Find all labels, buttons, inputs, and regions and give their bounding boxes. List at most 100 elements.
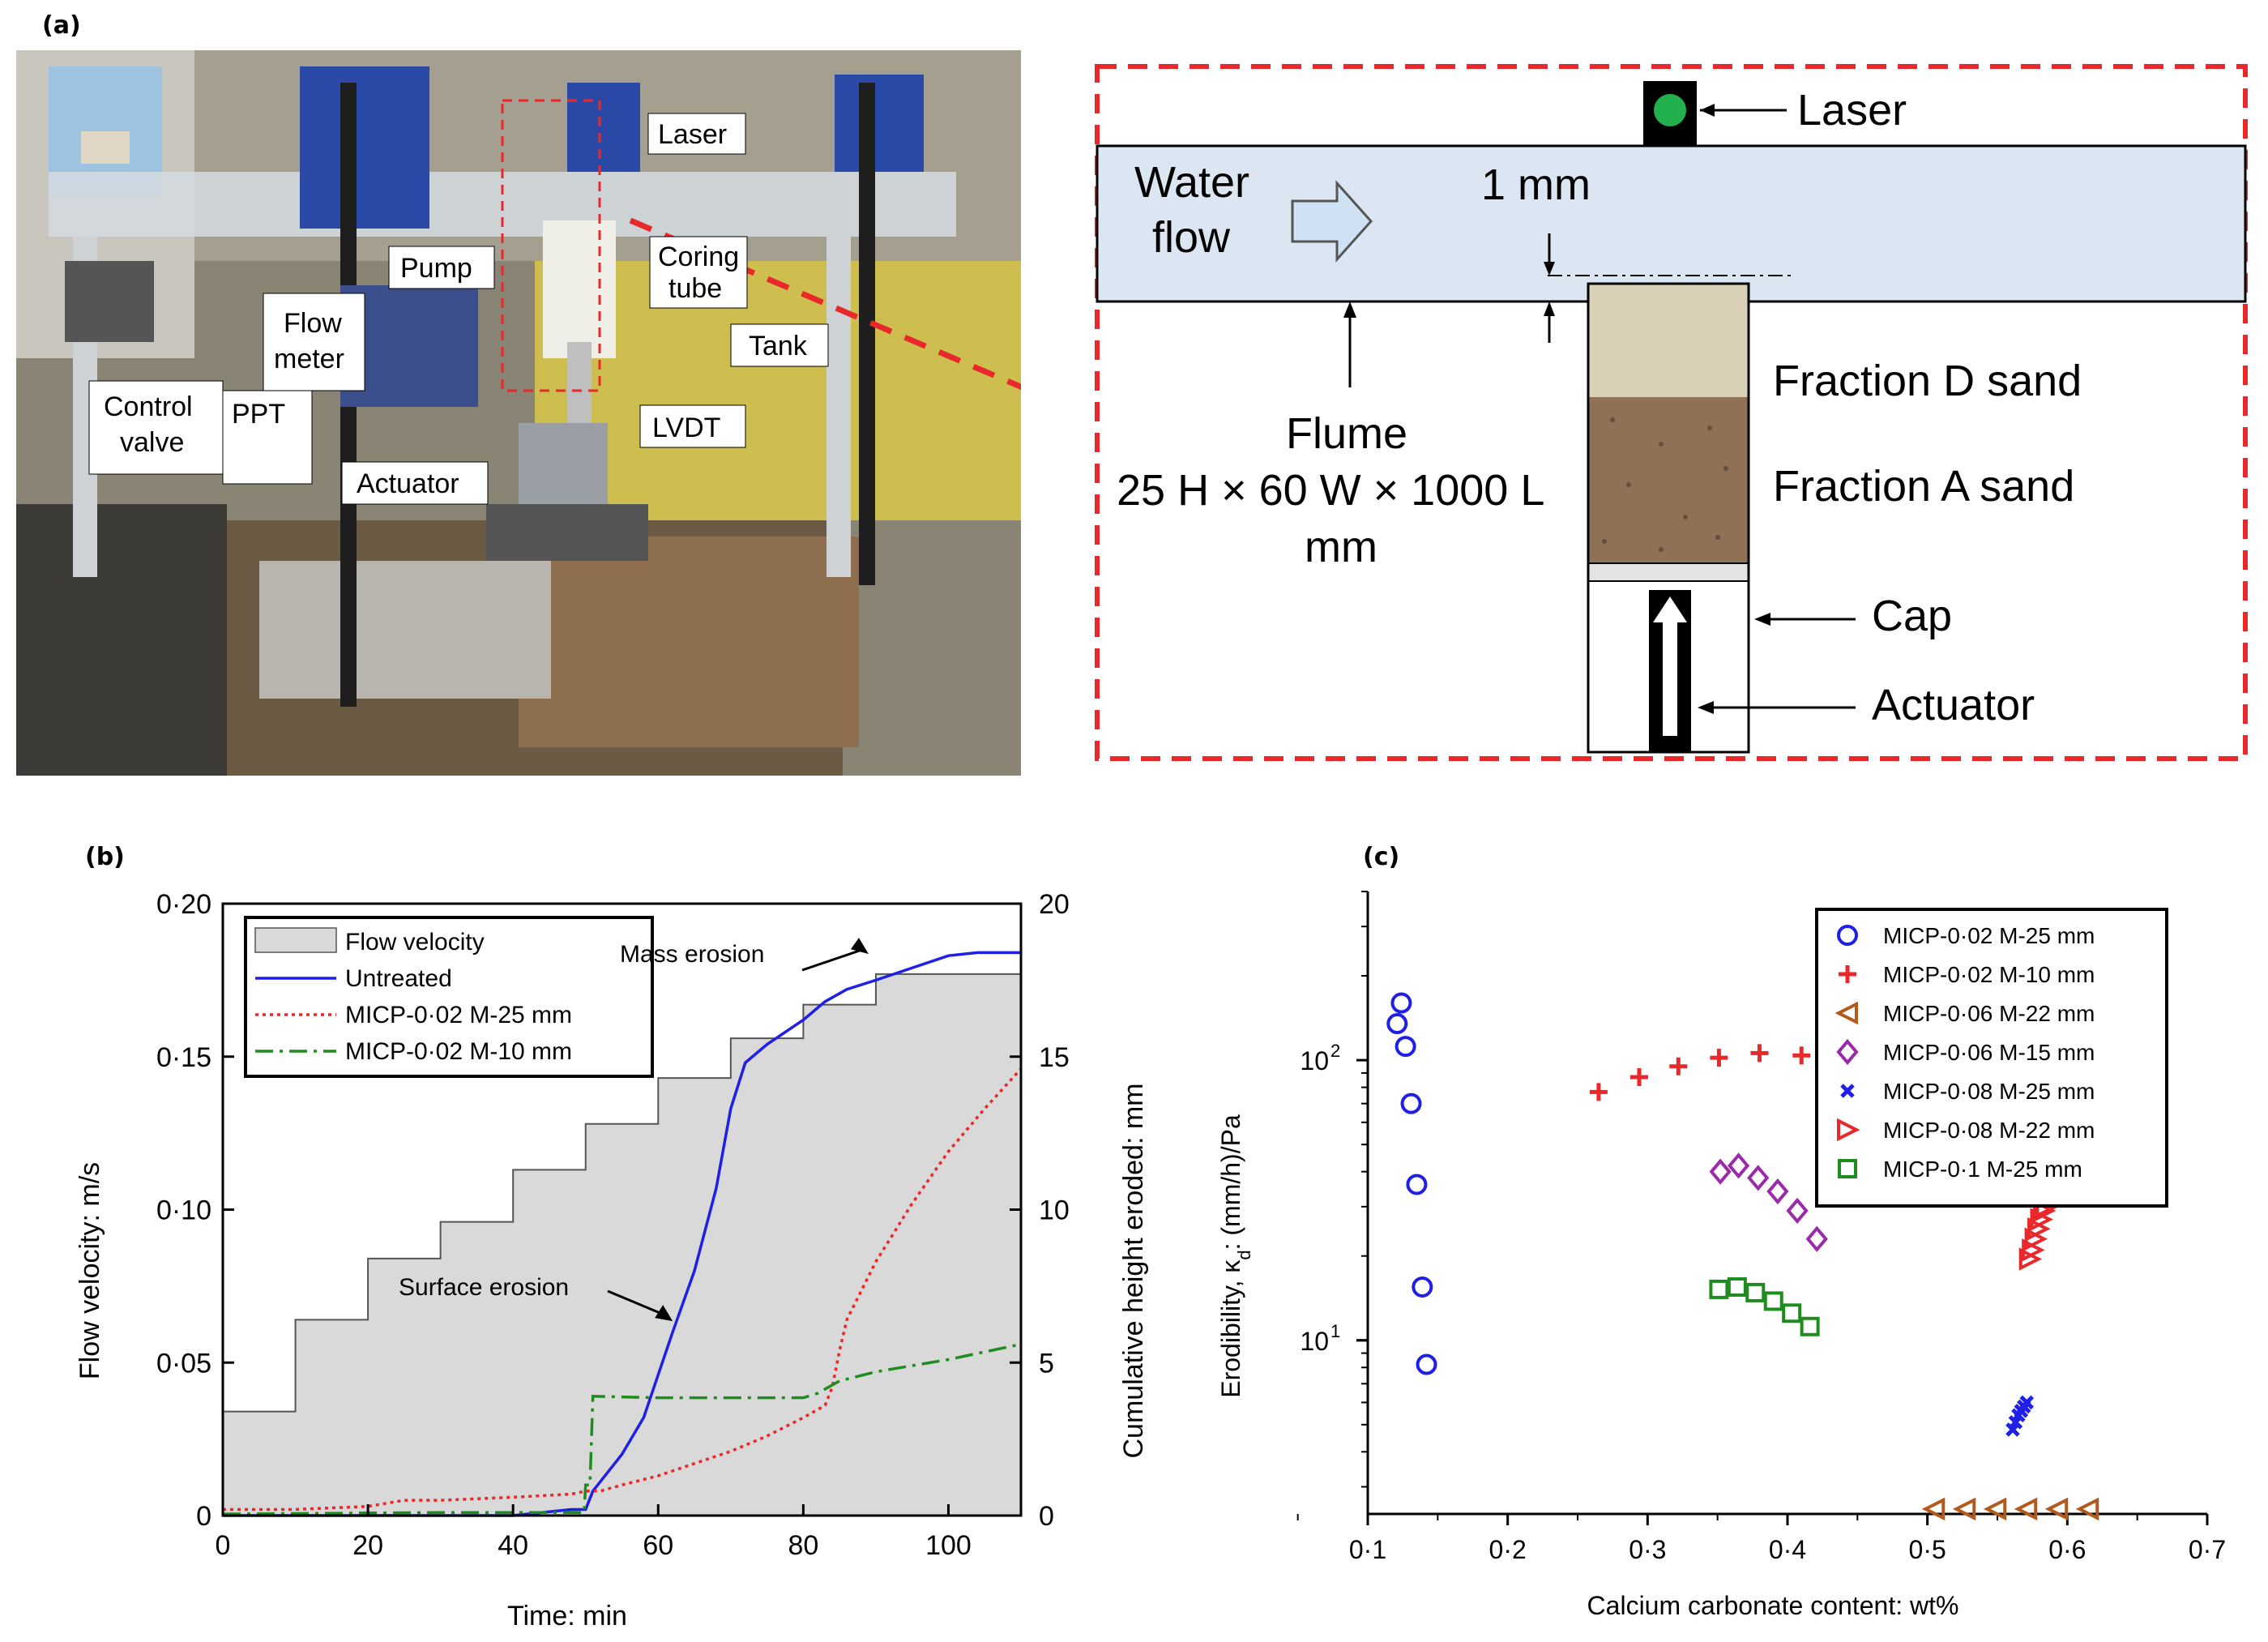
data-point	[1750, 1044, 1769, 1063]
legend-marker	[1837, 925, 1858, 946]
cap-label: Cap	[1872, 592, 1952, 640]
legend-label: MICP-0·08 M-22 mm	[1883, 1118, 2095, 1143]
data-point	[1766, 1178, 1789, 1205]
data-point	[1386, 1013, 1408, 1035]
legend-label: MICP-0·06 M-15 mm	[1883, 1040, 2095, 1065]
data-point	[1747, 1165, 1770, 1191]
data-point	[1952, 1497, 1976, 1521]
x-tick-label: 0·2	[1489, 1535, 1527, 1564]
data-point	[1800, 1316, 1820, 1336]
x-tick-label: 0·6	[2048, 1535, 2086, 1564]
y2-tick-label: 0	[1039, 1501, 1054, 1532]
y-tick-exponent: 1	[1330, 1321, 1340, 1341]
y2-tick-label: 15	[1039, 1042, 1070, 1073]
x-tick-label: 40	[498, 1530, 528, 1561]
data-point	[1395, 1036, 1416, 1058]
data-point	[1710, 1049, 1728, 1067]
data-point	[1763, 1291, 1783, 1311]
series-line-2	[223, 1067, 1023, 1512]
panel-label-a: (a)	[42, 11, 81, 40]
x-tick-label: 0	[216, 1530, 231, 1561]
data-point	[1709, 1279, 1729, 1299]
flume-schematic: Laser Water flow 1 mm Flume 25 H × 60 W …	[1095, 64, 2248, 761]
series-2	[1589, 1044, 1811, 1101]
y2-tick-label: 5	[1039, 1348, 1054, 1379]
legend-label: MICP-0·08 M-25 mm	[1883, 1079, 2095, 1104]
data-point	[1412, 1276, 1433, 1298]
fraction-a-label: Fraction A sand	[1773, 462, 2074, 511]
label-flow-meter-1: Flow	[284, 308, 342, 339]
label-tank: Tank	[749, 331, 808, 361]
y-tick-label: 0·15	[156, 1042, 211, 1073]
series-4	[1709, 1152, 1828, 1252]
legend-marker	[1834, 1001, 1858, 1025]
chart-b-xlabel: Time: min	[507, 1601, 627, 1631]
label-lvdt: LVDT	[652, 413, 720, 443]
label-control-valve-1: Control	[104, 391, 193, 422]
x-tick-label: 100	[925, 1530, 972, 1561]
series-flow-velocity	[222, 973, 1022, 1516]
y2-tick-label: 10	[1039, 1195, 1070, 1226]
legend-marker	[1836, 1038, 1859, 1066]
legend-label: Untreated	[345, 965, 452, 992]
annotation-arrow	[607, 1289, 668, 1318]
legend-label: MICP-0·02 M-25 mm	[1883, 923, 2095, 948]
legend-label: Flow velocity	[345, 929, 485, 956]
data-point	[2019, 1395, 2035, 1410]
data-point	[1983, 1497, 2007, 1521]
data-point	[1416, 1353, 1437, 1375]
data-point	[2075, 1497, 2099, 1521]
legend-marker	[1838, 1159, 1857, 1178]
y-tick-label: 0	[196, 1501, 211, 1532]
series-7	[1709, 1276, 1820, 1336]
flume-label-2: 25 H × 60 W × 1000 L	[1117, 466, 1544, 515]
series-line-1	[223, 951, 1021, 1517]
legend-label: MICP-0·06 M-22 mm	[1883, 1001, 2095, 1026]
data-point	[1782, 1303, 1802, 1323]
gap-label: 1 mm	[1481, 160, 1591, 209]
x-tick-label: 0·4	[1769, 1535, 1806, 1564]
x-tick-label: 80	[788, 1530, 818, 1561]
annotation-mass-erosion: Mass erosion	[620, 941, 764, 968]
legend-marker	[1840, 1084, 1855, 1098]
x-tick-label: 20	[352, 1530, 383, 1561]
y-tick-label: 0·20	[156, 889, 211, 920]
series-1	[1386, 992, 1437, 1375]
series-3	[1921, 1497, 2099, 1521]
label-ppt: PPT	[232, 399, 285, 430]
water-flow-label-1: Water	[1134, 158, 1249, 207]
x-tick-label: 0·7	[2189, 1535, 2226, 1564]
annotation-arrow	[801, 947, 865, 972]
chart-b-y2label: Cumulative height eroded: mm	[1118, 1083, 1149, 1458]
x-tick-label: 0·5	[1909, 1535, 1946, 1564]
chart-b-ylabel: Flow velocity: m/s	[75, 1162, 105, 1379]
fraction-d-label: Fraction D sand	[1773, 357, 2082, 405]
series-line-3	[222, 1342, 1022, 1516]
legend-marker	[1839, 965, 1856, 983]
label-laser: Laser	[658, 119, 727, 150]
label-coring-tube-1: Coring	[658, 242, 739, 272]
y-tick-label: 0·10	[156, 1195, 211, 1226]
schematic-actuator-label: Actuator	[1872, 681, 2035, 729]
label-pump: Pump	[400, 253, 472, 284]
water-flow-label-2: flow	[1152, 213, 1231, 262]
data-point	[1406, 1174, 1428, 1195]
legend-label: MICP-0·02 M-10 mm	[345, 1038, 572, 1065]
flume-label-3: mm	[1305, 523, 1377, 571]
data-point	[1792, 1046, 1811, 1065]
legend-label: MICP-0·02 M-25 mm	[345, 1002, 572, 1028]
label-flow-meter-2: meter	[274, 344, 344, 374]
data-point	[1745, 1282, 1766, 1302]
legend-swatch	[254, 927, 337, 953]
flow-arrow-icon	[1291, 180, 1373, 263]
annotation-arrowhead	[850, 938, 869, 955]
label-actuator: Actuator	[357, 468, 459, 499]
data-point	[1727, 1152, 1750, 1179]
x-tick-label: 0·3	[1629, 1535, 1666, 1564]
series-5	[2005, 1395, 2035, 1437]
data-point	[1805, 1225, 1828, 1252]
